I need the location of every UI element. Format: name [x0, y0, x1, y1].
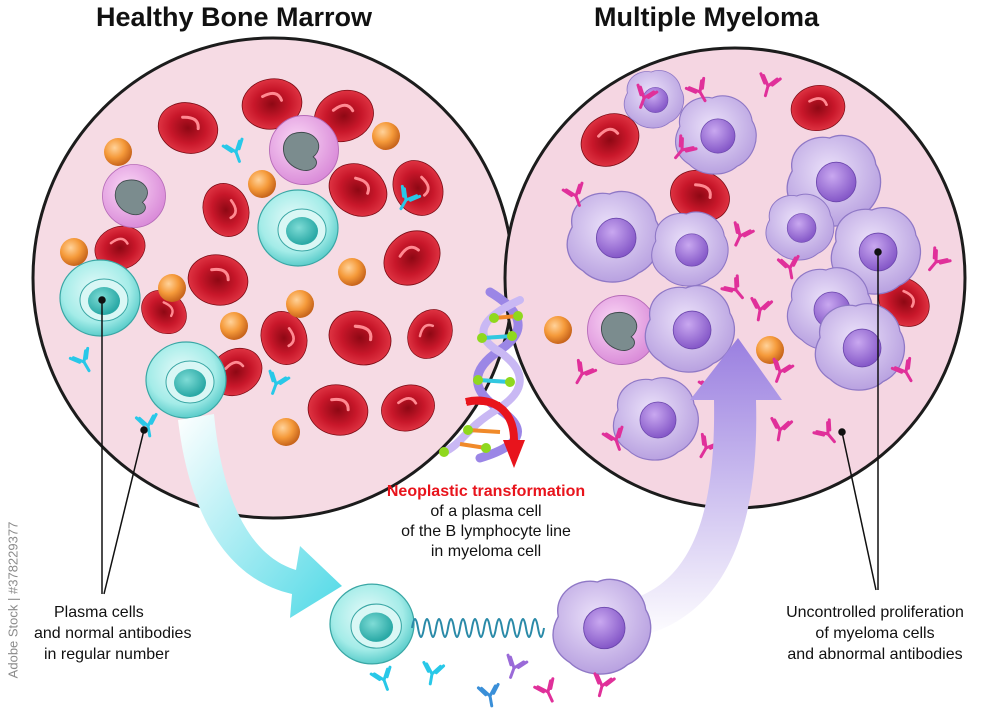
dna-wave [411, 618, 545, 638]
dna-helix [439, 287, 525, 468]
transforming-plasma-cell [329, 583, 415, 665]
transformation-caption-line2: of a plasma cell [430, 503, 542, 520]
healthy-marrow-circle [31, 36, 515, 520]
myeloma-pointer-lines [838, 248, 882, 591]
stock-watermark-text: Adobe Stock | #378229377 [5, 521, 21, 679]
title-healthy-bone-marrow: Healthy Bone Marrow [96, 2, 373, 32]
transformation-caption: Neoplastic transformation of a plasma ce… [348, 482, 624, 562]
arrow-to-transformation [178, 414, 342, 618]
myeloma-caption: Uncontrolled proliferation of myeloma ce… [752, 602, 998, 665]
stock-watermark: Adobe Stock | #378229377 [0, 478, 26, 722]
title-multiple-myeloma: Multiple Myeloma [594, 2, 820, 32]
plasma-caption-line1: Plasma cells [54, 604, 144, 621]
arrow-to-myeloma [612, 338, 782, 640]
myeloma-caption-line1: Uncontrolled proliferation [786, 604, 964, 621]
resulting-myeloma-cell [552, 578, 652, 675]
transformation-caption-line3: of the B lymphocyte line [401, 523, 571, 540]
plasma-caption-line3: in regular number [44, 646, 170, 663]
transformation-caption-line1: Neoplastic transformation [386, 483, 586, 500]
myeloma-caption-line3: and abnormal antibodies [787, 646, 963, 663]
plasma-caption-line2: and normal antibodies [34, 625, 192, 642]
transformation-caption-line4: in myeloma cell [430, 543, 542, 560]
myeloma-caption-line2: of myeloma cells [815, 625, 935, 642]
plasma-cell-pointer-lines [98, 296, 148, 595]
plasma-cells-caption: Plasma cells and normal antibodies in re… [34, 602, 214, 665]
